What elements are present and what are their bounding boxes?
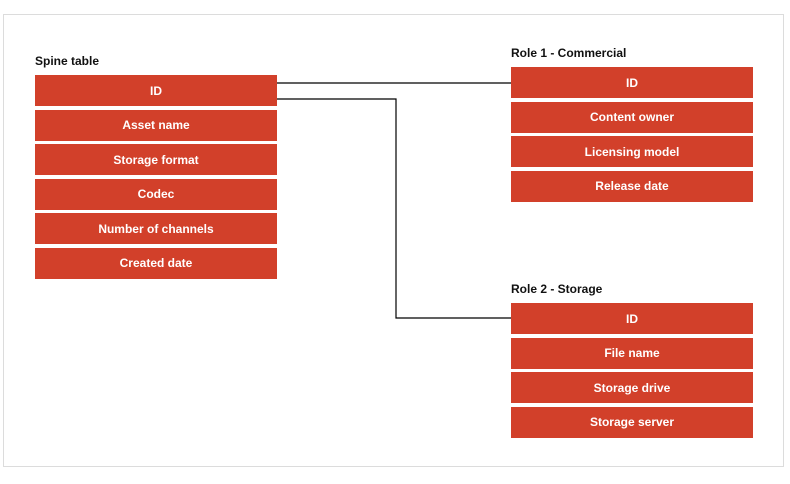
role2-table-title: Role 2 - Storage	[511, 282, 603, 296]
role2-row-storage-server: Storage server	[511, 406, 753, 438]
spine-row-number-of-channels: Number of channels	[35, 213, 277, 245]
role2-row-id: ID	[511, 303, 753, 334]
role1-row-id: ID	[511, 67, 753, 98]
spine-row-asset-name: Asset name	[35, 109, 277, 141]
spine-table: ID Asset name Storage format Codec Numbe…	[35, 75, 277, 283]
role1-table: ID Content owner Licensing model Release…	[511, 67, 753, 205]
role1-row-release-date: Release date	[511, 170, 753, 202]
spine-table-title: Spine table	[35, 54, 100, 68]
role1-row-licensing-model: Licensing model	[511, 136, 753, 168]
spine-row-storage-format: Storage format	[35, 144, 277, 176]
spine-row-id: ID	[35, 75, 277, 106]
role2-row-storage-drive: Storage drive	[511, 372, 753, 404]
role1-table-title: Role 1 - Commercial	[511, 46, 627, 60]
role2-table: ID File name Storage drive Storage serve…	[511, 303, 753, 441]
role2-row-file-name: File name	[511, 337, 753, 369]
link-spine-id-to-role2-id	[277, 98, 512, 319]
spine-row-created-date: Created date	[35, 247, 277, 279]
role1-row-content-owner: Content owner	[511, 101, 753, 133]
spine-row-codec: Codec	[35, 178, 277, 210]
